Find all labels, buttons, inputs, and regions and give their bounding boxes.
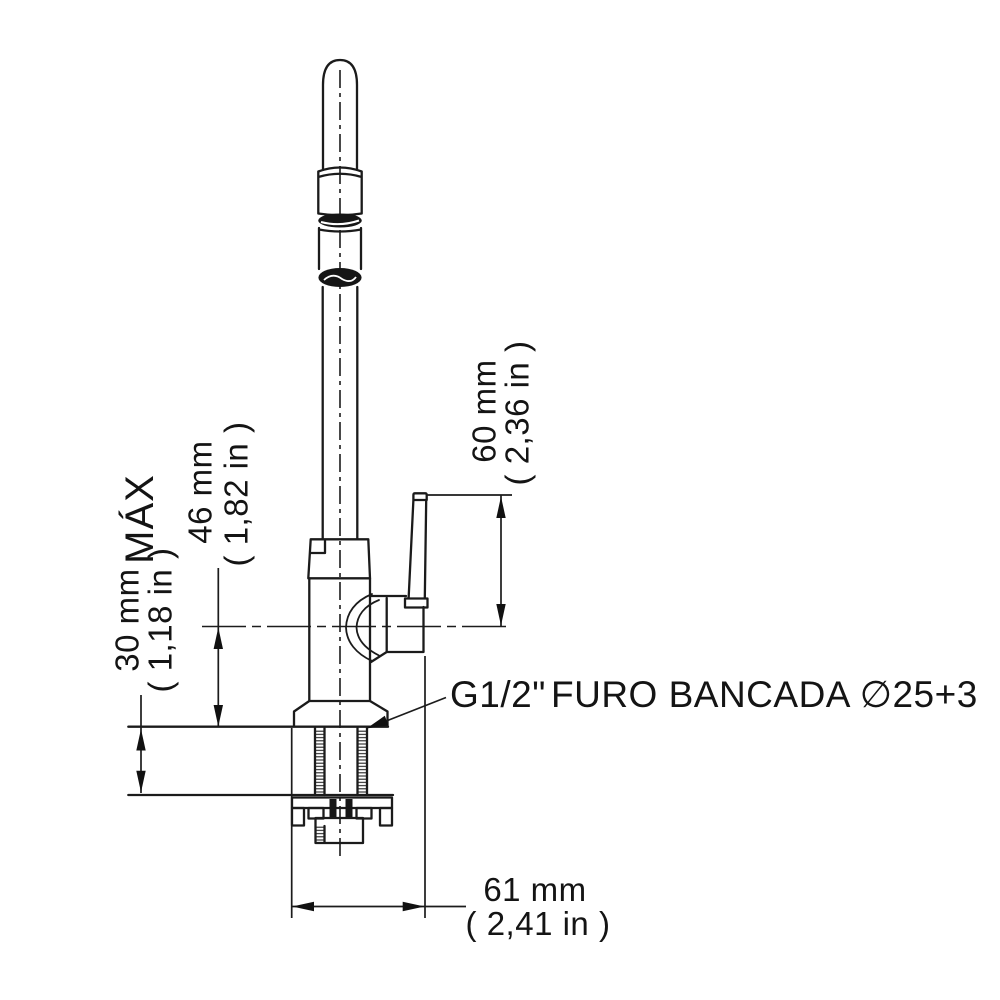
aerator-outlet-highlight	[323, 274, 357, 282]
leader-line	[384, 696, 447, 723]
thread-callout: G1/2" FURO BANCADA ∅25+3	[366, 674, 978, 729]
dim-30-mm-label: 30 mm	[109, 568, 146, 671]
bell-outer-curve	[345, 593, 373, 662]
nut-center-block	[314, 816, 365, 845]
thread-hatch-right	[357, 729, 367, 794]
nut-slot-right	[345, 799, 353, 817]
nut-tooth-right	[378, 806, 394, 827]
arrow-up-icon	[136, 729, 146, 751]
nut-tooth-left	[290, 806, 306, 827]
dim-46-inch-label: ( 1,82 in )	[218, 422, 255, 567]
dim-30-max-label: MÁX	[117, 474, 162, 564]
shank-lines	[313, 726, 369, 797]
aerator-collar-lower	[317, 226, 363, 271]
dimension-46mm: 46 mm ( 1,82 in )	[182, 422, 255, 728]
arrow-up-icon	[496, 496, 506, 518]
dimension-60mm: 60 mm ( 2,36 in )	[427, 341, 536, 627]
dim-60-mm-label: 60 mm	[466, 359, 503, 462]
arrow-down-icon	[496, 604, 506, 626]
thread-hatch-left	[315, 729, 325, 794]
body-cap	[307, 538, 372, 580]
nut-thread-hatch	[316, 826, 324, 842]
dim-61-lines	[290, 656, 466, 918]
spout-dome	[321, 58, 359, 172]
mounting-flange	[127, 699, 390, 728]
dim-61-mm-label: 61 mm	[483, 871, 586, 908]
nut-top-band	[290, 796, 394, 810]
thread-size-label: G1/2"	[450, 674, 546, 715]
faucet-body	[307, 492, 429, 703]
handle-lever	[403, 492, 429, 609]
arrow-left-icon	[292, 901, 314, 912]
arrow-up-icon	[213, 627, 223, 649]
dimension-61mm: 61 mm ( 2,41 in )	[290, 656, 611, 942]
arrow-right-icon	[402, 901, 425, 912]
side-outlet	[368, 594, 425, 664]
body-sides	[308, 577, 372, 703]
threaded-shank	[127, 726, 395, 797]
mounting-nut	[290, 796, 394, 845]
dim-46-mm-label: 46 mm	[182, 440, 219, 543]
leader-arrow-icon	[366, 715, 389, 729]
spout-tube	[317, 58, 363, 541]
aerator-ring	[318, 213, 362, 228]
dim-61-inch-label: ( 2,41 in )	[466, 905, 611, 942]
dim-60-inch-label: ( 2,36 in )	[499, 341, 536, 486]
bench-hole-label: FURO BANCADA ∅25+3	[551, 674, 978, 715]
dimension-30mm: MÁX 30 mm ( 1,18 in )	[109, 474, 179, 793]
aerator-ring-highlight	[320, 219, 360, 226]
arrow-down-icon	[213, 705, 223, 727]
spout-riser	[321, 285, 359, 541]
bell-inner-curve	[355, 599, 380, 657]
aerator-collar-upper	[317, 166, 363, 217]
dim-30-inch-label: ( 1,18 in )	[142, 548, 179, 693]
arrow-down-icon	[136, 770, 146, 793]
nut-slot-left	[329, 799, 337, 817]
